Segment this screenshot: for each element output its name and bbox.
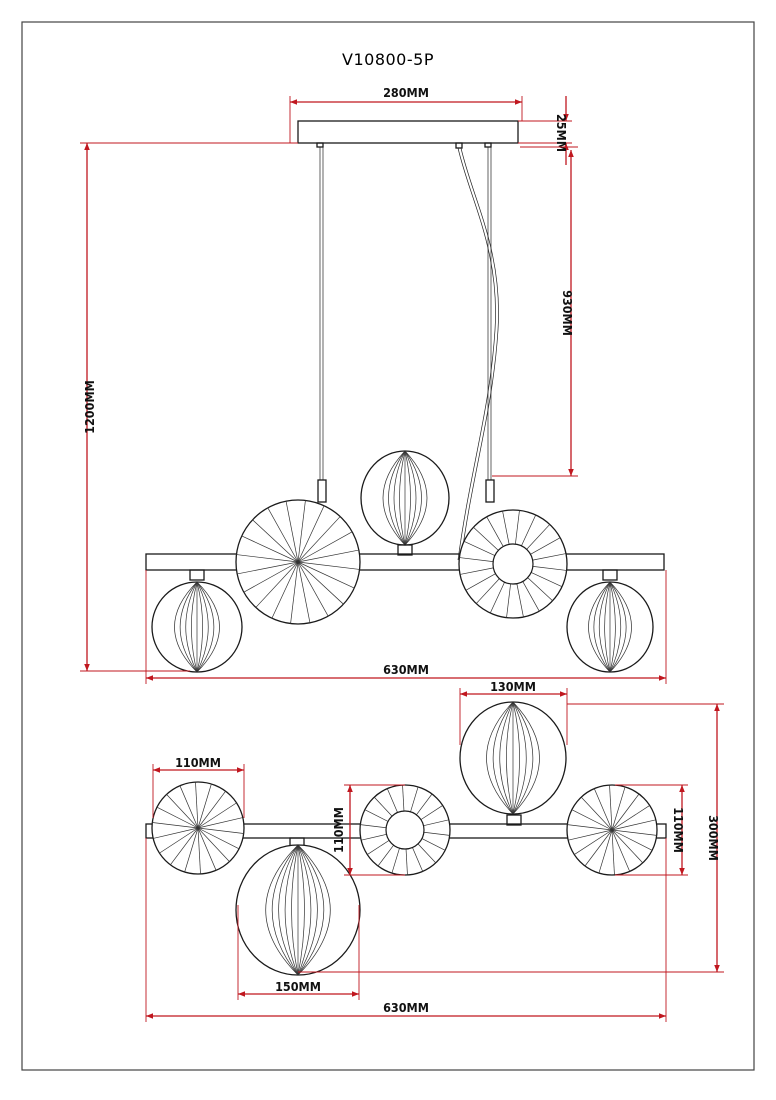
front-view	[145, 120, 665, 673]
dim-left-disc-width: 110MM	[175, 755, 221, 770]
dim-front-width: 630MM	[383, 662, 429, 677]
top-view-left-disc	[151, 781, 245, 875]
left-disc-shade	[235, 499, 361, 625]
right-globe-shade	[566, 581, 654, 673]
suspension-cables	[317, 147, 499, 561]
top-view-middle-disc	[359, 784, 451, 876]
dim-top-depth: 300MM	[706, 815, 721, 861]
dim-canopy-width: 280MM	[383, 85, 429, 100]
dim-total-height: 1200MM	[82, 380, 97, 434]
top-view-upper-globe	[459, 701, 567, 815]
ceiling-canopy	[297, 120, 519, 144]
drawing-title: V10800-5P	[342, 50, 434, 69]
front-view-dimensions: 280MM 25MM 930MM 1200MM 630MM	[80, 85, 667, 684]
light-bar	[145, 553, 665, 571]
dim-right-disc-height: 110MM	[671, 807, 686, 853]
dim-top-width: 630MM	[383, 1000, 429, 1015]
top-globe-shade	[360, 450, 450, 546]
dim-top-shade-width: 130MM	[490, 679, 536, 694]
dim-large-shade-width: 150MM	[275, 979, 321, 994]
dim-middle-disc-height: 110MM	[331, 807, 346, 853]
top-view	[145, 701, 667, 976]
top-view-dimensions: 130MM 110MM 150MM 110MM 110MM 300MM 630M…	[145, 679, 724, 1022]
drawing-frame	[21, 21, 755, 1071]
top-view-right-disc	[566, 784, 658, 876]
right-disc-shade	[458, 509, 568, 619]
top-view-large-globe	[235, 844, 361, 976]
dim-cable-length: 930MM	[560, 290, 575, 336]
dim-canopy-height: 25MM	[554, 114, 569, 152]
left-globe-shade	[151, 581, 243, 673]
